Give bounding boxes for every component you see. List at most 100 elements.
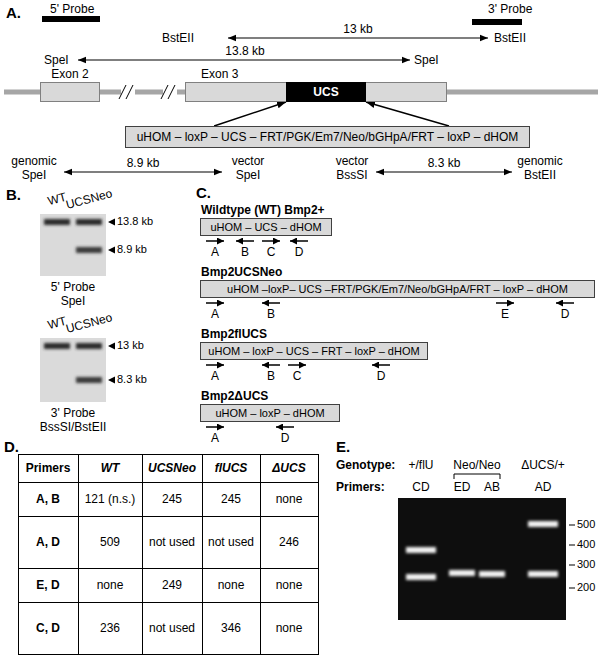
box-heading: Exon 3: [201, 67, 238, 81]
blot-caption: 5' Probe SpeI: [40, 280, 106, 308]
primer-arrow: [236, 240, 254, 242]
genotype-label: ΔUCS/+: [521, 458, 565, 472]
box-text: uHOM – loxP – UCS – FRT – loxP – dHOM: [208, 345, 419, 358]
primer-arrow: [288, 364, 306, 366]
table-cell: 249: [145, 578, 199, 592]
agarose-gel: [398, 498, 566, 620]
primer-label: CD: [412, 480, 429, 494]
blot-band: [44, 219, 70, 225]
southern-blot: [40, 214, 106, 276]
gel-band: [406, 547, 436, 553]
allele-box: Bmp2UCSNeouHOM –loxP– UCS –FRT/PGK/Em7/N…: [200, 280, 595, 298]
table-cell: Primers: [21, 461, 75, 475]
table-cell: 121 (n.s.): [81, 492, 139, 506]
line-break-gap: [121, 86, 135, 98]
site-label: SpeI: [414, 53, 439, 67]
box-heading: Bmp2UCSNeo: [201, 265, 282, 279]
size-label: 8.9 kb: [127, 156, 160, 170]
table-cell: flUCS: [205, 461, 257, 475]
size-label: 8.3 kb: [428, 156, 461, 170]
box-heading: Bmp2ΔUCS: [201, 389, 268, 403]
gel-bands: [406, 521, 558, 580]
primer-arrow: [206, 426, 224, 428]
band-pointer: [108, 219, 115, 226]
primer-arrow: [556, 302, 574, 304]
box-text: uHOM – UCS – dHOM: [210, 221, 321, 234]
line-break-mark: [161, 85, 175, 99]
row-heading: Genotype:: [336, 458, 395, 472]
primer-label: ED: [454, 480, 471, 494]
primer-label: C: [293, 369, 302, 383]
site-label: BstEII: [162, 31, 194, 45]
dimension-arrow: [376, 171, 512, 172]
primer-label: D: [281, 431, 290, 445]
allele-box: Wildtype (WT) Bmp2+uHOM – UCS – dHOM: [200, 218, 332, 236]
table-column-rules: [79, 455, 261, 655]
box-text: uHOM – loxP – UCS – FRT/PGK/Em7/Neo/bGHp…: [137, 131, 519, 144]
primer-label: B: [241, 245, 249, 259]
primer-label: C: [267, 245, 276, 259]
blot-caption: 3' Probe BssSI/BstEII: [30, 406, 116, 434]
site-label: vector BssSI: [336, 154, 369, 182]
bracket: [454, 474, 500, 479]
panel-letter: B.: [6, 186, 21, 203]
blot-bands: [44, 219, 102, 253]
table-cell: 509: [81, 535, 139, 549]
box-heading: Wildtype (WT) Bmp2+: [201, 203, 325, 217]
primer-label: AB: [484, 480, 500, 494]
primer-label: D: [377, 369, 386, 383]
table-cell: A, B: [21, 492, 75, 506]
primer-label: A: [211, 369, 219, 383]
blot-band: [76, 219, 102, 225]
table-cell: none: [263, 492, 315, 506]
gel-band: [449, 570, 475, 576]
primer-arrow: [206, 364, 224, 366]
panel-letter: A.: [6, 4, 21, 21]
primer-arrow: [262, 364, 280, 366]
table-cell: not used: [145, 621, 199, 635]
insertion-arrow: [366, 102, 449, 126]
band-pointer: [108, 343, 115, 350]
genotype-label: +/flU: [408, 458, 433, 472]
table-cell: UCSNeo: [145, 461, 199, 475]
ladder-label: 400: [577, 538, 595, 551]
primer-label: A: [211, 245, 219, 259]
site-label: vector SpeI: [232, 154, 265, 182]
band-size: 13 kb: [117, 339, 144, 352]
table-cell: A, D: [21, 535, 75, 549]
band-size: 8.3 kb: [117, 373, 147, 386]
table-cell: not used: [145, 535, 199, 549]
box-heading: Bmp2flUCS: [201, 327, 267, 341]
probe-label: 5' Probe: [50, 2, 94, 16]
blot-band: [44, 343, 70, 349]
box-text: uHOM –loxP– UCS –FRT/PGK/Em7/Neo/bGHpA/F…: [227, 283, 568, 296]
primer-label: B: [267, 369, 275, 383]
site-label: genomic BstEII: [517, 154, 562, 182]
site-label: BstEII: [494, 31, 526, 45]
allele-box: Bmp2ΔUCSuHOM – loxP – dHOM: [200, 404, 340, 422]
primer-arrow: [496, 302, 514, 304]
row-heading: Primers:: [336, 480, 385, 494]
panel-letter: E.: [336, 438, 350, 455]
genotype-label: Neo/Neo: [453, 458, 500, 472]
dimension-arrow: [64, 171, 222, 172]
box-text: UCS: [313, 86, 338, 99]
ladder-label: 200: [577, 581, 595, 594]
line-break-mark: [119, 85, 133, 99]
primer-label: E: [501, 307, 509, 321]
table-cell: 346: [205, 621, 257, 635]
gel-band: [406, 574, 436, 580]
insertion-arrow: [214, 102, 286, 126]
band-size: 13.8 kb: [117, 215, 153, 228]
primer-arrow: [276, 426, 294, 428]
primer-label: D: [295, 245, 304, 259]
probe-bar: [42, 16, 100, 22]
southern-blot: [40, 338, 106, 402]
gel-band: [528, 571, 558, 577]
table-cell: ΔUCS: [263, 461, 315, 475]
table-cell: none: [263, 578, 315, 592]
primer-arrow: [262, 302, 280, 304]
exon-box: Exon 3UCS: [185, 82, 447, 102]
exon-box: Exon 2: [40, 82, 100, 102]
primer-arrow: [262, 240, 280, 242]
